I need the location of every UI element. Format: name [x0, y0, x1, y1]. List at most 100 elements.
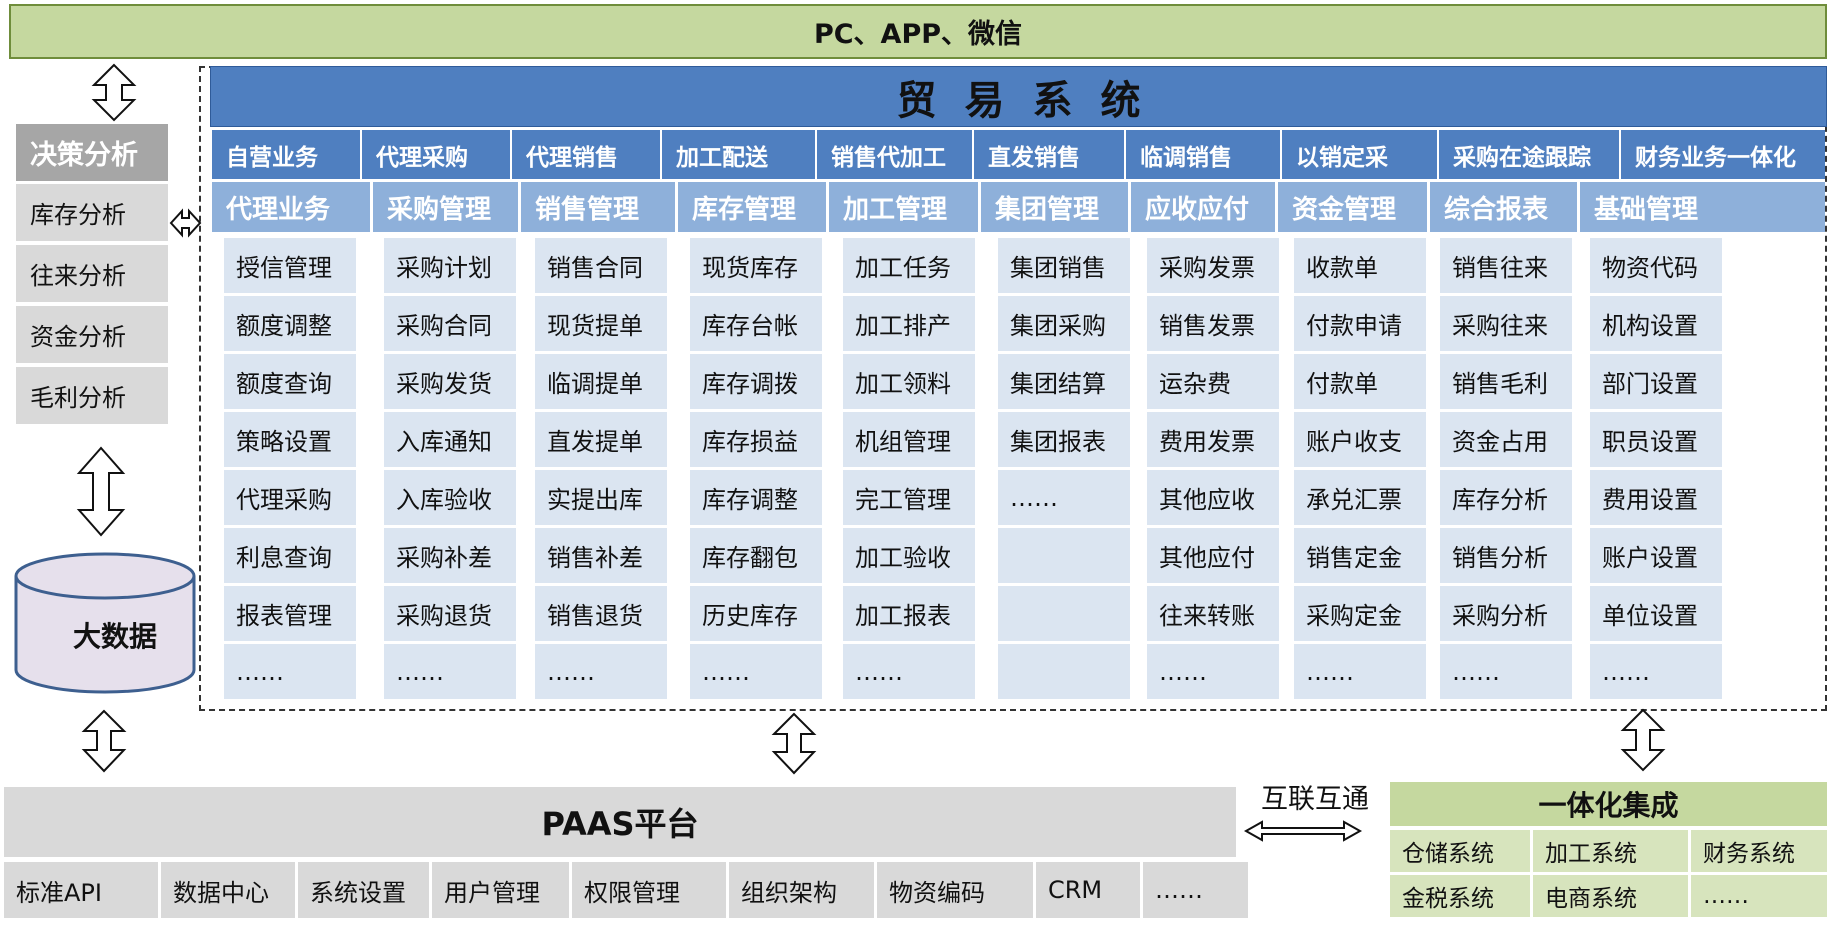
function-column-group: 集团销售 集团采购 集团结算 集团报表 …… [998, 238, 1130, 702]
function-cell: 职员设置 [1590, 412, 1722, 467]
function-column-base: 物资代码 机构设置 部门设置 职员设置 费用设置 账户设置 单位设置 …… [1590, 238, 1722, 702]
function-cell: 历史库存 [690, 586, 822, 641]
paas-items-row: 标准API 数据中心 系统设置 用户管理 权限管理 组织架构 物资编码 CRM … [4, 862, 1248, 918]
function-cell: 机组管理 [843, 412, 975, 467]
function-cell: …… [1440, 644, 1572, 699]
function-cell: 采购计划 [384, 238, 516, 293]
function-cell: 库存调拨 [690, 354, 822, 409]
function-cell: 临调提单 [535, 354, 667, 409]
function-cell: 机构设置 [1590, 296, 1722, 351]
integration-item: 财务系统 [1691, 830, 1827, 872]
function-cell: …… [224, 644, 356, 699]
function-cell: …… [998, 470, 1130, 525]
function-cell: 加工领料 [843, 354, 975, 409]
double-arrow-icon [771, 712, 817, 775]
paas-platform-title-text: PAAS平台 [541, 805, 699, 843]
function-cell: 采购补差 [384, 528, 516, 583]
function-column-agency: 授信管理 额度调整 额度查询 策略设置 代理采购 利息查询 报表管理 …… [224, 238, 356, 702]
function-column-purchase: 采购计划 采购合同 采购发货 入库通知 入库验收 采购补差 采购退货 …… [384, 238, 516, 702]
function-column-receivables: 采购发票 销售发票 运杂费 费用发票 其他应收 其他应付 往来转账 …… [1147, 238, 1279, 702]
function-cell: 销售往来 [1440, 238, 1572, 293]
function-column-funds: 收款单 付款申请 付款单 账户收支 承兑汇票 销售定金 采购定金 …… [1294, 238, 1426, 702]
double-arrow-icon [81, 709, 127, 773]
function-cell: 采购定金 [1294, 586, 1426, 641]
function-cell: 库存翻包 [690, 528, 822, 583]
module-cell: 资金管理 [1278, 182, 1430, 232]
function-cell: 加工报表 [843, 586, 975, 641]
integration-title: 一体化集成 [1390, 782, 1827, 826]
function-column-inventory: 现货库存 库存台帐 库存调拨 库存损益 库存调整 库存翻包 历史库存 …… [690, 238, 822, 702]
function-cell: 现货提单 [535, 296, 667, 351]
module-cell: 基础管理 [1580, 182, 1825, 232]
business-type-cell: 加工配送 [662, 130, 817, 179]
function-cell: 报表管理 [224, 586, 356, 641]
function-cell: 采购发货 [384, 354, 516, 409]
paas-item: 组织架构 [729, 862, 874, 918]
function-cell: …… [1147, 644, 1279, 699]
module-cell: 加工管理 [829, 182, 981, 232]
decision-item: 资金分析 [16, 306, 168, 363]
paas-item: 数据中心 [161, 862, 295, 918]
business-type-cell: 代理销售 [512, 130, 662, 179]
paas-platform-title: PAAS平台 [4, 787, 1236, 857]
function-cell: 集团结算 [998, 354, 1130, 409]
paas-item: 标准API [4, 862, 158, 918]
function-cell [998, 528, 1130, 583]
integration-item: 加工系统 [1533, 830, 1688, 872]
decision-analysis-header: 决策分析 [16, 124, 168, 181]
function-cell: …… [535, 644, 667, 699]
function-cell: 往来转账 [1147, 586, 1279, 641]
double-arrow-icon [1620, 708, 1666, 772]
function-cell: 采购发票 [1147, 238, 1279, 293]
function-cell: 代理采购 [224, 470, 356, 525]
module-cell: 集团管理 [981, 182, 1131, 232]
function-cell: 授信管理 [224, 238, 356, 293]
double-arrow-icon [91, 63, 137, 122]
decision-item: 毛利分析 [16, 367, 168, 424]
function-cell: 物资代码 [1590, 238, 1722, 293]
module-cell: 采购管理 [373, 182, 521, 232]
big-data-label: 大数据 [40, 610, 190, 660]
function-cell: 集团销售 [998, 238, 1130, 293]
function-cell: 额度调整 [224, 296, 356, 351]
business-type-cell: 财务业务一体化 [1621, 130, 1825, 179]
function-cell [998, 644, 1130, 699]
trade-system-title-text: 贸易系统 [896, 77, 1169, 124]
function-cell: 销售分析 [1440, 528, 1572, 583]
decision-item: 库存分析 [16, 184, 168, 241]
function-cell: …… [843, 644, 975, 699]
double-arrow-icon [76, 446, 126, 537]
paas-item: CRM [1036, 862, 1140, 918]
function-cell: 集团采购 [998, 296, 1130, 351]
business-type-cell: 以销定采 [1282, 130, 1439, 179]
integration-item: 仓储系统 [1390, 830, 1530, 872]
paas-item: 用户管理 [432, 862, 569, 918]
function-cell: 入库通知 [384, 412, 516, 467]
function-cell: 额度查询 [224, 354, 356, 409]
function-column-processing: 加工任务 加工排产 加工领料 机组管理 完工管理 加工验收 加工报表 …… [843, 238, 975, 702]
interop-text: 互联互通 [1261, 783, 1369, 815]
function-cell: 集团报表 [998, 412, 1130, 467]
paas-item: 权限管理 [572, 862, 726, 918]
integration-grid: 仓储系统 加工系统 财务系统 金税系统 电商系统 …… [1390, 830, 1827, 917]
function-cell: 销售毛利 [1440, 354, 1572, 409]
function-cell: 策略设置 [224, 412, 356, 467]
integration-item: 金税系统 [1390, 875, 1530, 917]
database-icon [14, 552, 196, 694]
module-cell: 综合报表 [1430, 182, 1580, 232]
function-cell: 付款申请 [1294, 296, 1426, 351]
function-cell: 运杂费 [1147, 354, 1279, 409]
decision-item: 往来分析 [16, 245, 168, 302]
module-cell: 销售管理 [521, 182, 678, 232]
function-cell: 利息查询 [224, 528, 356, 583]
function-cell: …… [384, 644, 516, 699]
function-cell: 其他应付 [1147, 528, 1279, 583]
function-cell: 库存调整 [690, 470, 822, 525]
function-column-sales: 销售合同 现货提单 临调提单 直发提单 实提出库 销售补差 销售退货 …… [535, 238, 667, 702]
decision-analysis-title: 决策分析 [30, 140, 138, 171]
function-cell: 费用设置 [1590, 470, 1722, 525]
function-cell: 费用发票 [1147, 412, 1279, 467]
function-cell: 加工任务 [843, 238, 975, 293]
function-cell: 加工验收 [843, 528, 975, 583]
